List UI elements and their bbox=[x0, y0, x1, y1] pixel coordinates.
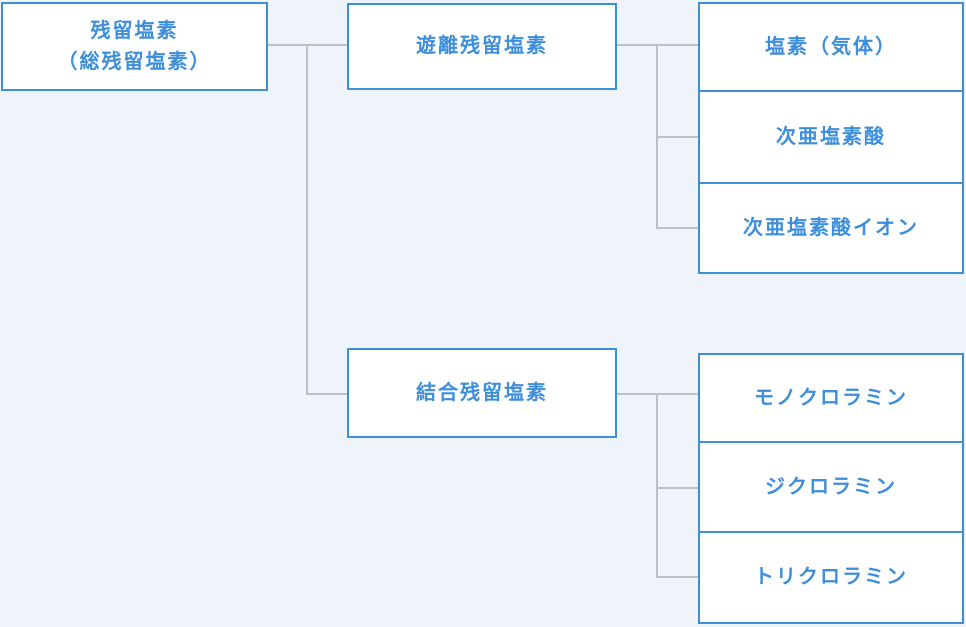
node-total-residual-chlorine-line2: （総残留塩素） bbox=[57, 50, 212, 73]
connector-combined-branch-trichloramine bbox=[656, 576, 700, 578]
node-trichloramine: トリクロラミン bbox=[698, 531, 964, 624]
connector-root-vertical bbox=[306, 44, 308, 395]
node-dichloramine: ジクロラミン bbox=[698, 441, 964, 533]
node-hypochlorous-acid: 次亜塩素酸 bbox=[698, 90, 964, 184]
connector-combined-horizontal bbox=[306, 393, 349, 395]
node-chlorine-gas: 塩素（気体） bbox=[698, 2, 964, 92]
connector-free-horizontal bbox=[616, 44, 700, 46]
node-free-residual-chlorine: 遊離残留塩素 bbox=[347, 3, 617, 90]
node-free-residual-chlorine-label: 遊離残留塩素 bbox=[416, 35, 548, 57]
group-free-chlorine-species: 塩素（気体） 次亜塩素酸 次亜塩素酸イオン bbox=[698, 2, 964, 274]
node-total-residual-chlorine-line1: 残留塩素 bbox=[90, 19, 179, 42]
connector-free-branch-hypochlorite bbox=[656, 227, 700, 229]
node-combined-residual-chlorine: 結合残留塩素 bbox=[347, 348, 617, 438]
node-total-residual-chlorine: 残留塩素 （総残留塩素） bbox=[1, 2, 268, 91]
node-monochloramine-label: モノクロラミン bbox=[754, 386, 908, 409]
node-hypochlorous-acid-label: 次亜塩素酸 bbox=[776, 125, 886, 148]
node-chlorine-gas-label: 塩素（気体） bbox=[765, 35, 897, 58]
node-monochloramine: モノクロラミン bbox=[698, 353, 964, 443]
node-hypochlorite-ion-label: 次亜塩素酸イオン bbox=[743, 216, 919, 239]
connector-root-horizontal bbox=[268, 44, 349, 46]
node-combined-residual-chlorine-label: 結合残留塩素 bbox=[416, 381, 548, 404]
node-dichloramine-label: ジクロラミン bbox=[765, 475, 897, 498]
connector-combined-out-horizontal bbox=[616, 393, 700, 395]
connector-combined-vertical bbox=[656, 393, 658, 578]
connector-combined-branch-dichloramine bbox=[656, 487, 700, 489]
connector-free-branch-hypochlorous bbox=[656, 136, 700, 138]
group-combined-chlorine-species: モノクロラミン ジクロラミン トリクロラミン bbox=[698, 353, 964, 624]
node-hypochlorite-ion: 次亜塩素酸イオン bbox=[698, 182, 964, 274]
node-trichloramine-label: トリクロラミン bbox=[754, 566, 908, 588]
